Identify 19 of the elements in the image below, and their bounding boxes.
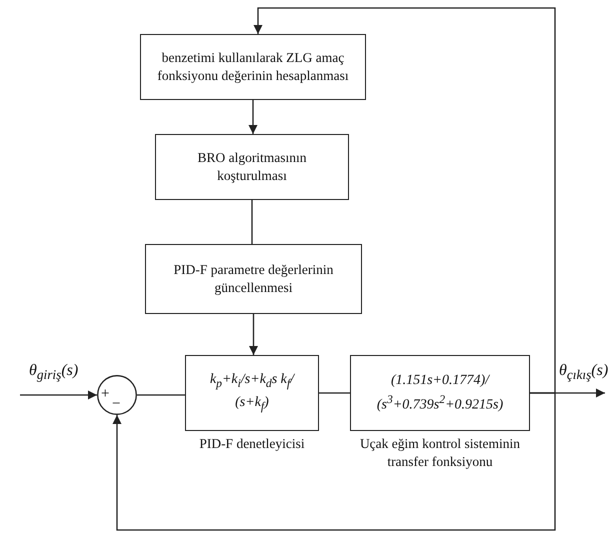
sign-label: − [112, 397, 120, 412]
process-box: PID-F parametre değerlerinin güncellenmesi [145, 244, 362, 314]
signal-label: θ$_{çıkış}$(s) [558, 362, 610, 384]
block-caption: Uçak eğim kontrol sisteminin transfer fonksiyonu [358, 435, 522, 471]
process-box: BRO algoritmasının koşturulması [155, 134, 349, 200]
transfer-function: (1.151s+0.1774)/(s$^{3}$+0.739s$^{2}$+0.9215s) [376, 372, 504, 415]
block-caption: PID-F denetleyicisi [198, 435, 306, 453]
signal-label: θ$_{giriş}$(s) [28, 362, 80, 384]
arrow [254, 7, 556, 394]
arrow [112, 392, 556, 531]
connector-line [251, 200, 253, 244]
arrow [248, 100, 258, 134]
transfer-function: k$_{p}$+k$_{i}$/s+k$_{d}$s k$_{f}$/(s+k$_{f}$) [208, 371, 296, 415]
connector-line [137, 394, 185, 396]
arrow [249, 314, 258, 355]
process-box: benzetimi kullanılarak ZLG amaç fonksiyonu değerinin hesaplanması [140, 34, 366, 100]
sign-label: + [101, 387, 110, 402]
connector-line [319, 392, 350, 394]
arrow [20, 390, 97, 400]
